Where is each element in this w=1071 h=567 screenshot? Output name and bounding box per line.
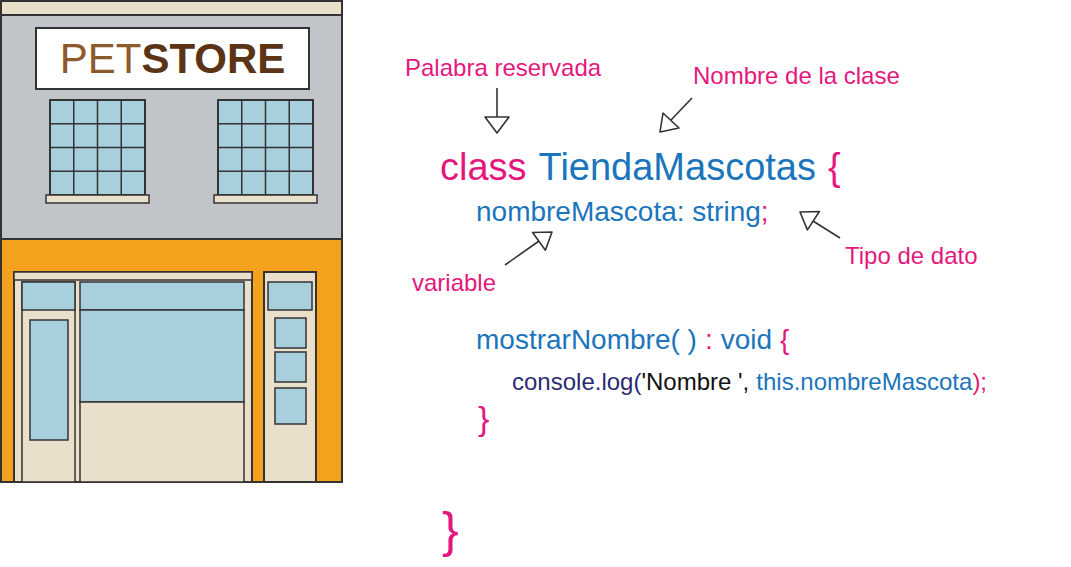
code-line: mostrarNombre( ): void { xyxy=(476,326,789,354)
window-grid xyxy=(50,100,145,195)
annotation: Nombre de la clase xyxy=(693,64,900,88)
store-sign: PETSTORE xyxy=(35,27,310,90)
window-right xyxy=(214,100,317,203)
display-base xyxy=(80,402,244,482)
window-left xyxy=(46,100,149,203)
code-line: nombreMascota: string; xyxy=(476,198,769,226)
property: nombreMascota: string xyxy=(476,198,761,226)
shopfront-frame xyxy=(14,272,252,482)
code-line: class TiendaMascotas { xyxy=(440,148,841,186)
semicolon: ; xyxy=(761,198,769,226)
window-sill xyxy=(214,195,317,203)
window-grid xyxy=(218,100,313,195)
annotation: variable xyxy=(412,271,496,295)
arrow-shaft xyxy=(671,98,692,120)
side-pane xyxy=(275,352,306,382)
lower-facade xyxy=(1,239,342,482)
string-literal: 'Nombre ', xyxy=(641,370,749,394)
side-transom xyxy=(268,282,312,310)
arrow-head xyxy=(485,117,509,133)
console-call: console.log( xyxy=(512,370,641,394)
this-reference: this.nombreMascota xyxy=(756,370,972,394)
code-line: } xyxy=(442,505,459,555)
code-line: } xyxy=(478,401,489,435)
annotation: Palabra reservada xyxy=(405,56,601,80)
return-type: void xyxy=(721,326,772,354)
store-building xyxy=(1,1,342,482)
window-sill xyxy=(46,195,149,203)
display-window xyxy=(80,310,244,402)
window-glass xyxy=(50,100,145,195)
sign-text: PET xyxy=(60,38,142,80)
side-pane xyxy=(275,318,306,348)
shopfront-lintel xyxy=(14,272,252,280)
method-name: mostrarNombre( ) xyxy=(476,326,697,354)
arrow-head xyxy=(533,232,552,250)
annotation: Tipo de dato xyxy=(845,244,978,268)
window-glass xyxy=(218,100,313,195)
colon: : xyxy=(705,326,713,354)
arrow-shaft xyxy=(496,88,498,117)
upper-facade xyxy=(1,15,342,239)
arrow-head xyxy=(800,212,819,230)
brace: } xyxy=(442,505,459,555)
arrow-shaft xyxy=(505,241,539,265)
arrow-shaft xyxy=(813,221,840,238)
class-name: TiendaMascotas xyxy=(539,148,816,186)
door xyxy=(22,282,75,482)
closing-paren: ); xyxy=(972,370,987,394)
door-transom xyxy=(22,282,75,310)
door-glass xyxy=(30,320,68,440)
display-transom xyxy=(80,282,244,310)
roof-trim xyxy=(1,1,342,15)
keyword: class xyxy=(440,148,527,186)
shopfront xyxy=(14,272,316,482)
brace: { xyxy=(780,326,789,354)
callout-arrows xyxy=(485,88,840,265)
arrow-head xyxy=(660,113,679,132)
side-door-frame xyxy=(264,272,316,482)
code-line: console.log('Nombre ', this.nombreMascota… xyxy=(512,370,987,394)
sign-text: STORE xyxy=(141,38,285,80)
side-pane xyxy=(275,388,306,424)
brace: } xyxy=(478,401,489,435)
brace: { xyxy=(828,148,841,186)
